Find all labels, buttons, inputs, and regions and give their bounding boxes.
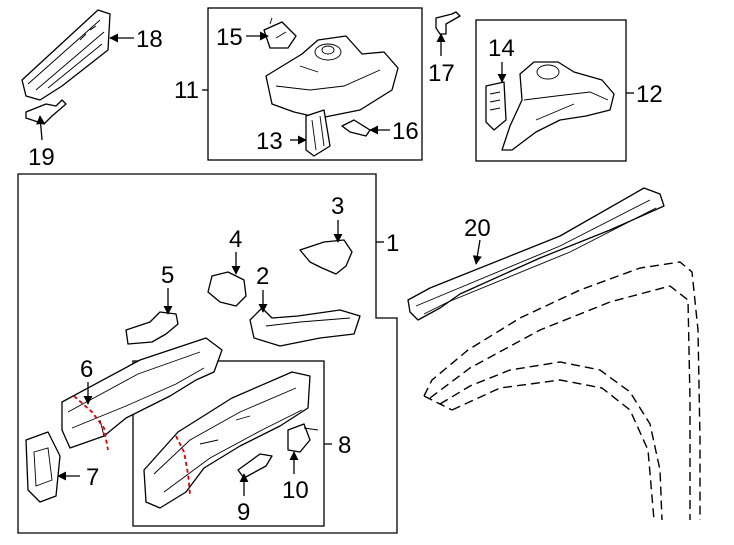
part-9-bracket[interactable] [237, 453, 273, 479]
group-box-11 [207, 7, 423, 161]
part-20-side-rail[interactable] [407, 187, 665, 321]
part-2-extension[interactable] [249, 307, 361, 347]
part-15-bracket[interactable] [263, 17, 297, 49]
callout-20: 20 [464, 215, 491, 242]
part-19-bracket[interactable] [25, 99, 67, 125]
fender-outline [423, 261, 701, 521]
callout-18: 18 [136, 26, 163, 53]
callout-13: 13 [256, 128, 283, 155]
callout-12: 12 [636, 81, 663, 108]
callout-17: 17 [428, 60, 455, 87]
part-8-frame-rail[interactable] [143, 371, 311, 509]
part-12-strut-tower[interactable] [501, 61, 615, 151]
callout-15: 15 [216, 24, 243, 51]
callout-16: 16 [392, 118, 419, 145]
callout-11: 11 [174, 77, 199, 104]
part-3-bracket[interactable] [299, 239, 353, 275]
callout-9: 9 [237, 499, 250, 526]
callout-2: 2 [256, 263, 269, 290]
part-4-bracket[interactable] [207, 271, 247, 307]
callout-6: 6 [80, 356, 93, 383]
part-17-bracket[interactable] [435, 11, 461, 35]
callout-10: 10 [282, 477, 309, 504]
callout-1: 1 [386, 230, 399, 257]
part-18-rail[interactable] [21, 9, 111, 101]
callout-8: 8 [338, 432, 351, 459]
leader-lines [36, 31, 634, 496]
callout-labels: 18 19 15 11 13 16 17 14 12 1 3 4 2 5 6 7… [28, 24, 663, 526]
callout-5: 5 [161, 262, 174, 289]
callout-7: 7 [86, 464, 99, 491]
part-16-clip[interactable] [341, 119, 371, 137]
callout-3: 3 [331, 193, 344, 220]
part-14-reinforcement[interactable] [485, 81, 507, 131]
callout-19: 19 [28, 144, 55, 171]
part-10-bracket[interactable] [287, 423, 319, 453]
group-box-1 [17, 173, 398, 534]
callout-4: 4 [229, 226, 242, 253]
part-6-frame-rail[interactable] [61, 337, 223, 451]
part-11-strut-tower[interactable] [265, 35, 399, 119]
part-7-plate[interactable] [25, 431, 61, 503]
group-box-12 [475, 19, 627, 162]
callout-14: 14 [488, 35, 515, 62]
part-5-bracket[interactable] [125, 311, 179, 345]
